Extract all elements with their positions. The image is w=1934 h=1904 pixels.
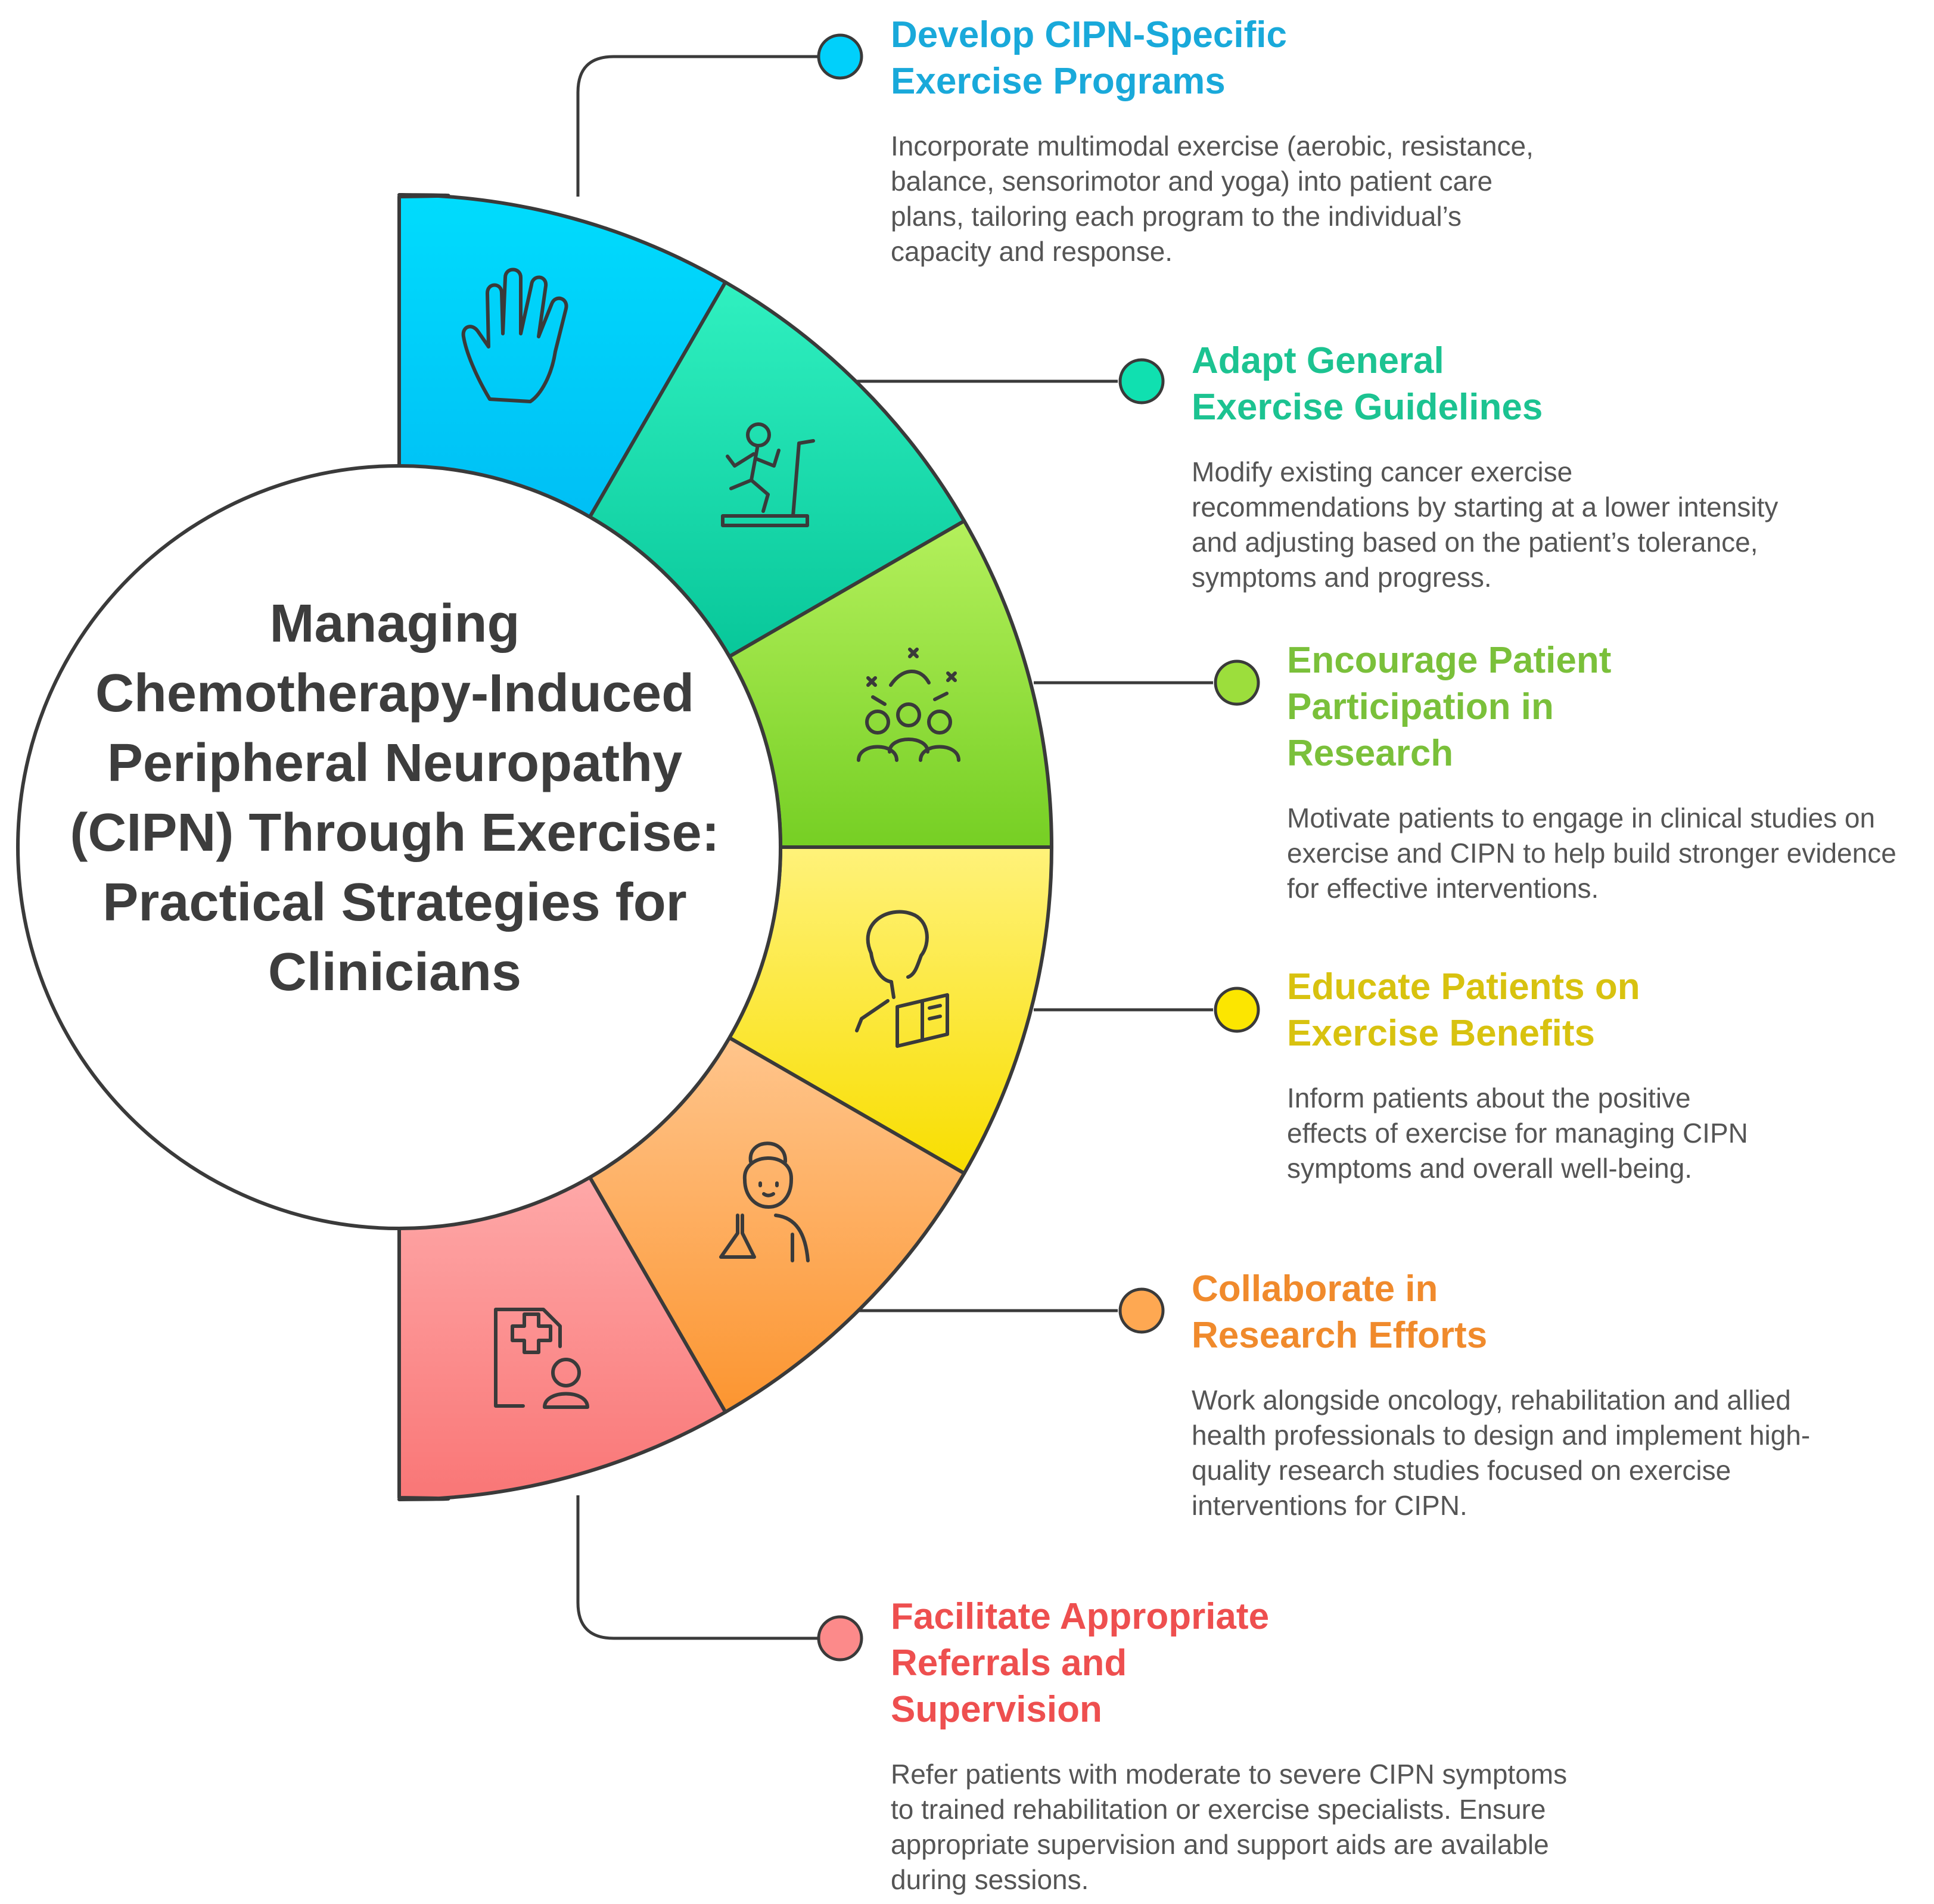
scientist-flask-icon: [719, 1141, 810, 1262]
step-2-dot: [1118, 358, 1165, 405]
step-2-description: Modify existing cancer exercise recommen…: [1192, 456, 1778, 593]
treadmill-runner-icon: [721, 422, 815, 527]
step-6-dot: [817, 1615, 863, 1662]
step-4-description: Inform patients about the positive effec…: [1287, 1082, 1748, 1184]
step-5-dot: [1118, 1287, 1165, 1334]
step-4-dot: [1214, 987, 1260, 1033]
arc-segments: [397, 193, 1053, 1501]
step-6-description: Refer patients with moderate to severe C…: [891, 1759, 1568, 1895]
step-6-title: Facilitate Appropriate Referrals and Sup…: [891, 1596, 1270, 1730]
step-4-title: Educate Patients on Exercise Benefits: [1287, 966, 1640, 1054]
step-1-description: Incorporate multimodal exercise (aerobic…: [891, 130, 1534, 267]
step-3-dot: [1214, 659, 1260, 706]
person-reading-book-icon: [855, 910, 949, 1048]
step-5-description: Work alongside oncology, rehabilitation …: [1192, 1385, 1811, 1521]
hand-icon: [461, 267, 568, 403]
medical-referral-icon: [494, 1308, 589, 1409]
connector-6: [576, 1495, 820, 1640]
diagram-title: Managing Chemotherapy-Induced Peripheral…: [70, 594, 720, 1002]
step-1-title: Develop CIPN-Specific Exercise Programs: [891, 14, 1287, 102]
celebrating-group-icon: [857, 648, 960, 762]
connector-1: [576, 55, 820, 197]
center-circle: [16, 464, 782, 1230]
step-4: Educate Patients on Exercise Benefits In…: [1287, 964, 1930, 1186]
step-3-title: Encourage Patient Participation in Resea…: [1287, 640, 1612, 774]
step-1-dot: [817, 33, 863, 80]
arc-segment-6: [397, 1175, 727, 1501]
arc-segment-1: [397, 193, 727, 519]
step-1: Develop CIPN-Specific Exercise Programs …: [891, 12, 1665, 269]
step-2: Adapt General Exercise Guidelines Modify…: [1192, 338, 1907, 595]
step-3: Encourage Patient Participation in Resea…: [1287, 637, 1930, 906]
step-dots: [817, 33, 1260, 1662]
step-2-title: Adapt General Exercise Guidelines: [1192, 340, 1543, 428]
step-5-title: Collaborate in Research Efforts: [1192, 1268, 1488, 1356]
connector-lines: [576, 55, 1213, 1640]
step-6: Facilitate Appropriate Referrals and Sup…: [891, 1594, 1665, 1897]
step-3-description: Motivate patients to engage in clinical …: [1287, 802, 1896, 904]
step-5: Collaborate in Research Efforts Work alo…: [1192, 1266, 1919, 1523]
